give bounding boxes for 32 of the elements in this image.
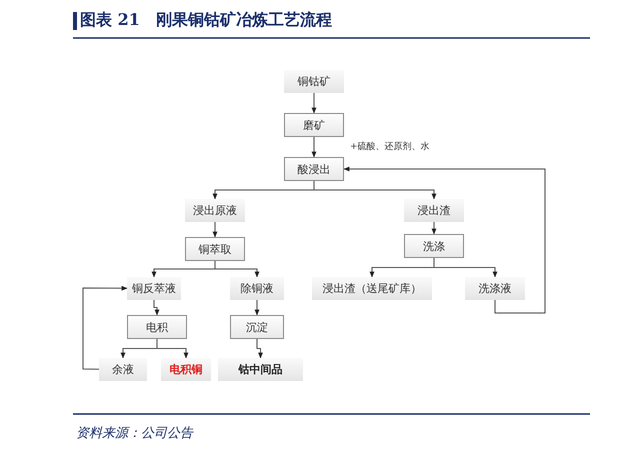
material-box: 铜钴矿: [284, 70, 344, 93]
arrow: [432, 222, 436, 235]
arrow: [343, 166, 546, 314]
source-note: 资料来源：公司公告: [76, 425, 193, 442]
input-note: +硫酸、还原剂、水: [350, 140, 430, 153]
arrow: [434, 258, 498, 278]
arrow: [212, 222, 218, 238]
material-box: 浸出原液: [185, 199, 245, 222]
arrow: [312, 136, 316, 158]
material-box: 余液: [99, 358, 147, 381]
material-box: 钴中间品: [218, 358, 303, 381]
process-box: 磨矿: [284, 113, 344, 137]
process-box: 沉淀: [230, 315, 284, 339]
material-box: 电积铜: [161, 358, 211, 381]
process-box: 洗涤: [404, 234, 464, 258]
material-box: 浸出渣: [404, 199, 464, 222]
material-box: 浸出渣（送尾矿库）: [312, 277, 432, 300]
process-box: 铜萃取: [185, 237, 245, 261]
process-box: 电积: [127, 315, 187, 339]
material-box: 铜反萃液: [127, 277, 181, 300]
arrow: [156, 338, 188, 359]
arrow: [256, 338, 263, 359]
arrow: [312, 92, 316, 114]
material-box: 洗涤液: [465, 277, 525, 300]
chart-title: 图表 21 刚果铜钴矿冶炼工艺流程: [80, 10, 332, 31]
arrow: [314, 180, 436, 200]
process-box: 酸浸出: [284, 157, 344, 181]
arrow: [254, 300, 260, 316]
arrow: [214, 260, 260, 278]
material-box: 除铜液: [230, 277, 284, 300]
arrow: [154, 300, 160, 316]
arrow: [82, 286, 128, 370]
